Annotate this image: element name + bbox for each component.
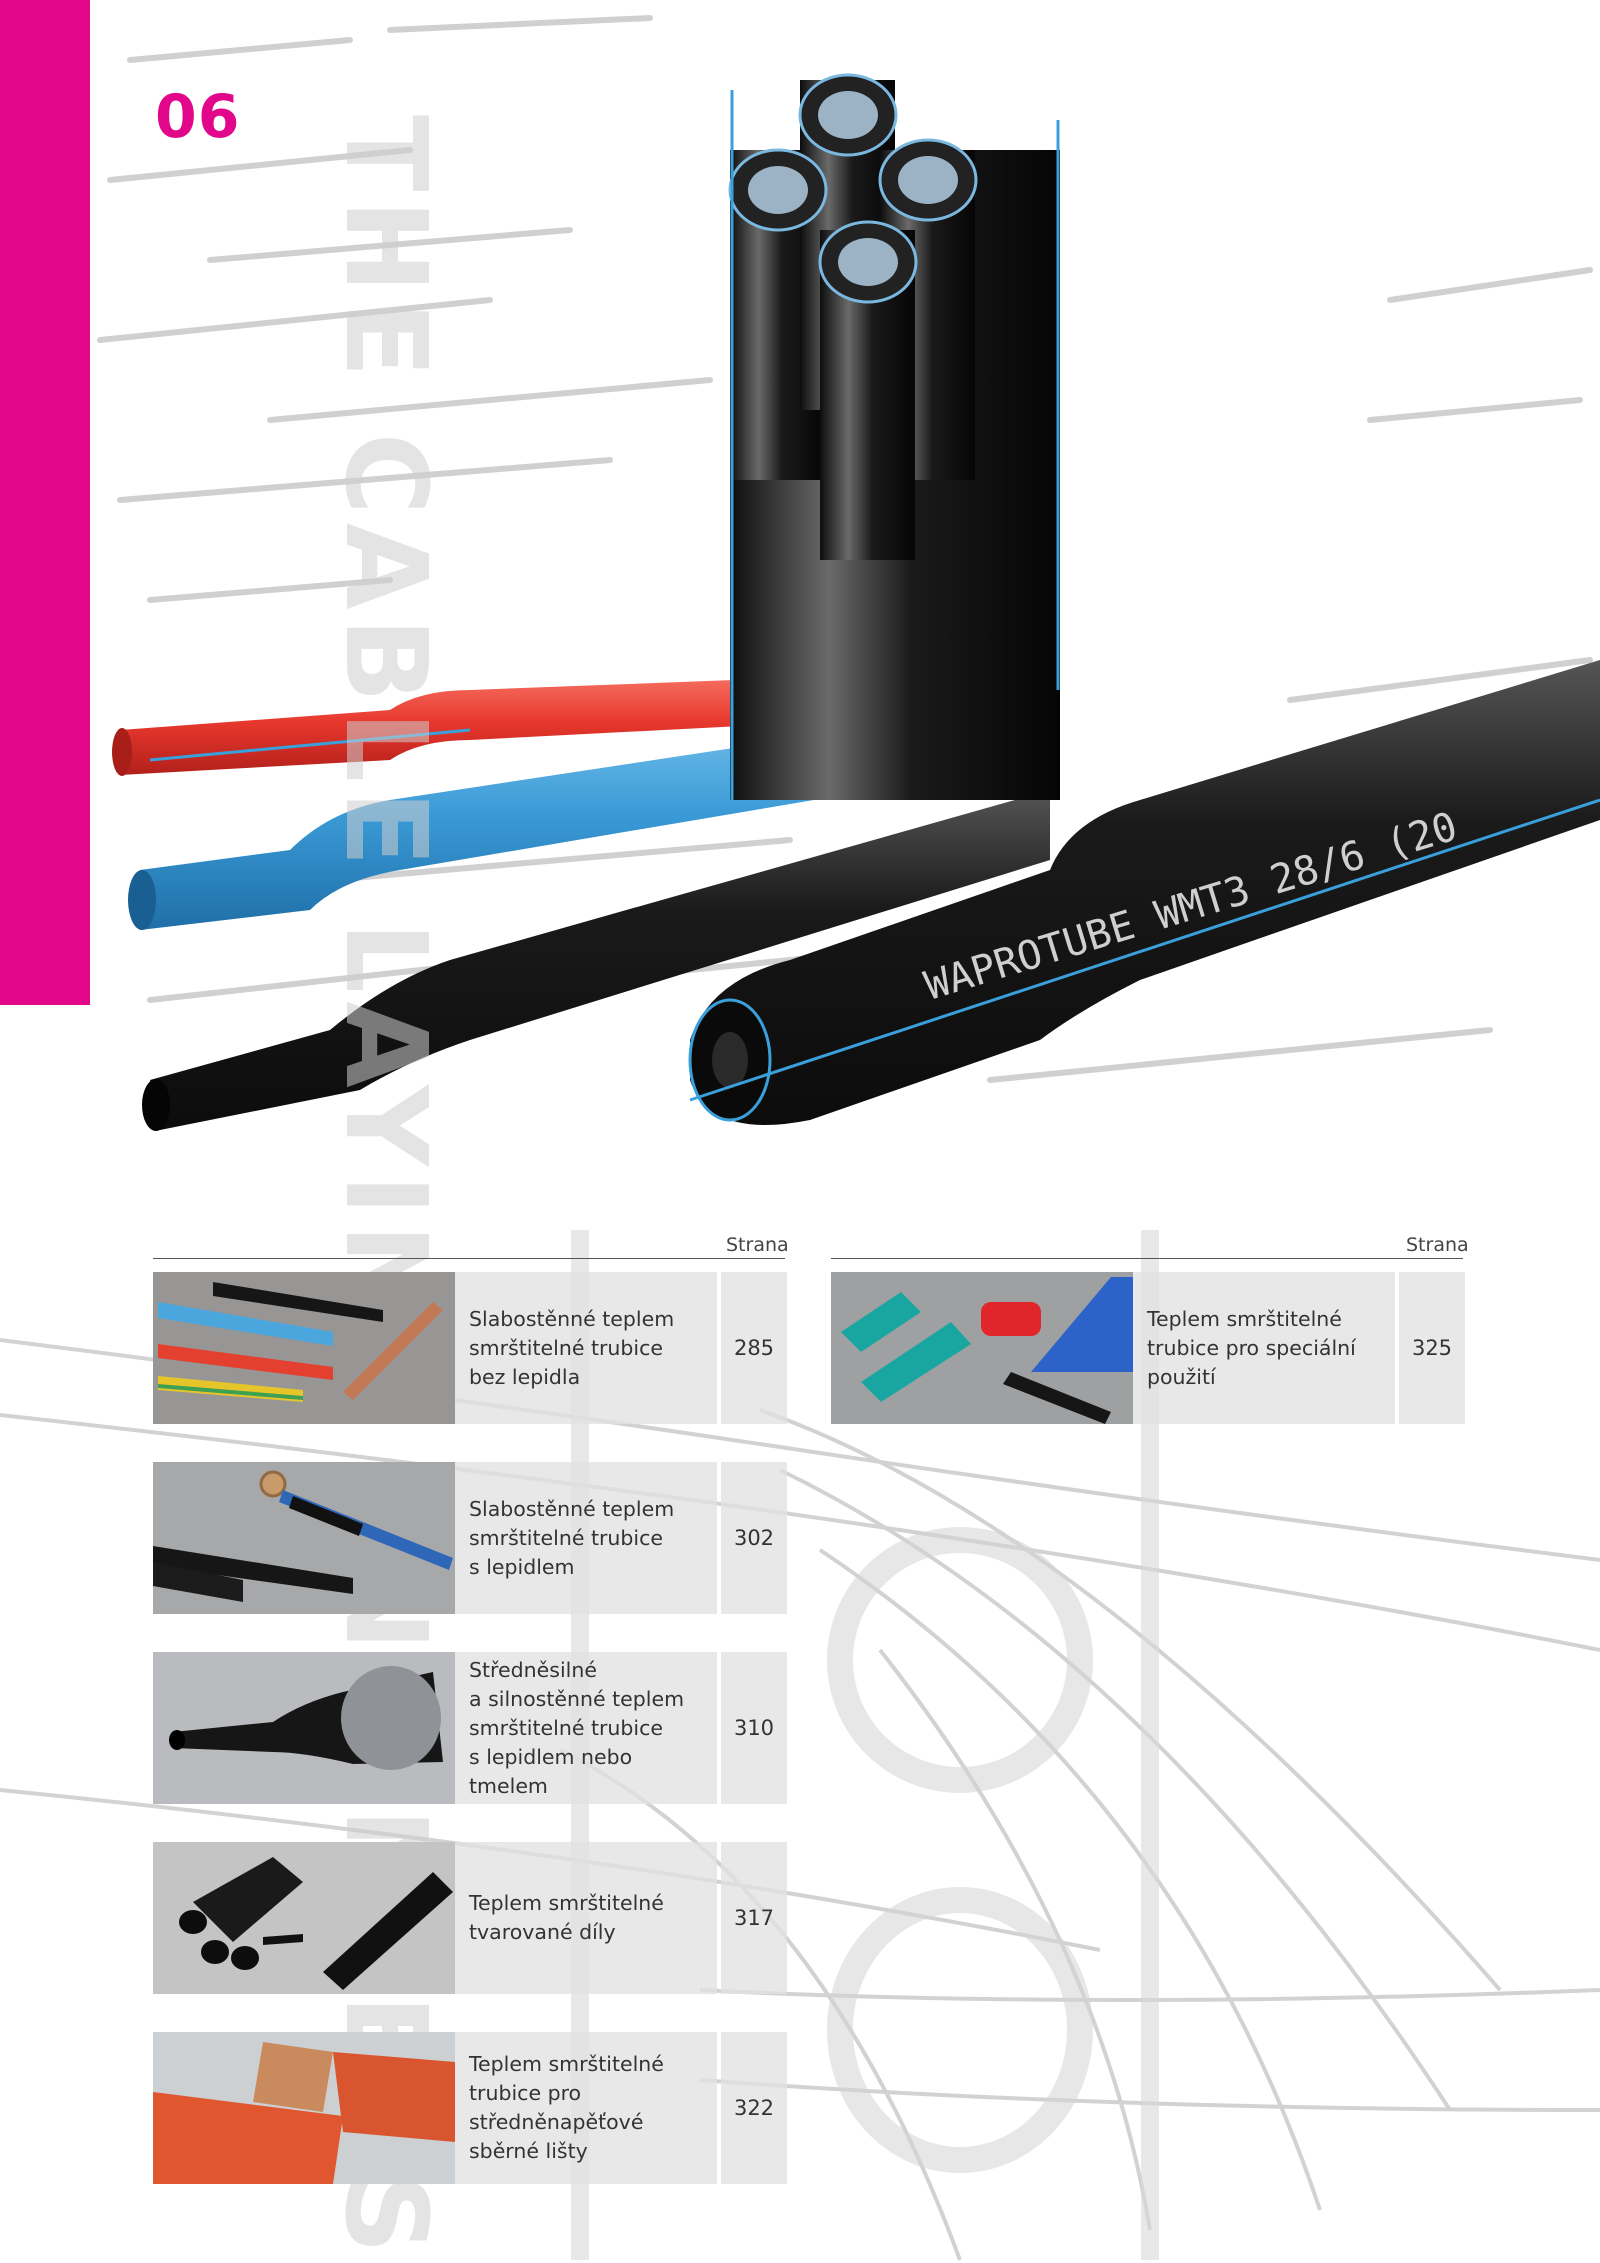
page-number[interactable]: 285: [721, 1272, 787, 1424]
page-number[interactable]: 302: [721, 1462, 787, 1614]
right-column-header: Strana: [1406, 1234, 1469, 1256]
page-number[interactable]: 322: [721, 2032, 787, 2184]
list-item-310[interactable]: Středněsilné a silnostěnné teplem smršti…: [153, 1652, 787, 1804]
list-item-302[interactable]: Slabostěnné teplem smrštitelné trubice s…: [153, 1462, 787, 1614]
left-column-rule: [153, 1258, 785, 1259]
product-thumbnail: [153, 2032, 455, 2184]
list-item-title: Teplem smrštitelné tvarované díly: [455, 1842, 717, 1994]
hero-tubes-image: WAPROTUBE WMT3 28/6 (20: [97, 15, 1600, 1131]
list-item-285[interactable]: Slabostěnné teplem smrštitelné trubice b…: [153, 1272, 787, 1424]
list-item-322[interactable]: Teplem smrštitelné trubice pro středněna…: [153, 2032, 787, 2184]
page-number[interactable]: 310: [721, 1652, 787, 1804]
right-column-rule: [831, 1258, 1463, 1259]
list-item-title: Teplem smrštitelné trubice pro středněna…: [455, 2032, 717, 2184]
product-thumbnail: [153, 1652, 455, 1804]
list-item-title: Slabostěnné teplem smrštitelné trubice s…: [455, 1462, 717, 1614]
page-number[interactable]: 317: [721, 1842, 787, 1994]
list-item-title: Teplem smrštitelné trubice pro speciální…: [1133, 1272, 1395, 1424]
product-thumbnail: [153, 1462, 455, 1614]
chapter-number: 06: [155, 82, 241, 152]
product-thumbnail: [831, 1272, 1133, 1424]
hero-illustration: WAPROTUBE WMT3 28/6 (20: [90, 0, 1600, 1230]
list-item-title: Slabostěnné teplem smrštitelné trubice b…: [455, 1272, 717, 1424]
product-thumbnail: [153, 1842, 455, 1994]
list-item-title: Středněsilné a silnostěnné teplem smršti…: [455, 1652, 717, 1804]
list-item-325[interactable]: Teplem smrštitelné trubice pro speciální…: [831, 1272, 1465, 1424]
left-column-header: Strana: [726, 1234, 789, 1256]
page-number[interactable]: 325: [1399, 1272, 1465, 1424]
chapter-color-band: [0, 0, 90, 1005]
list-item-317[interactable]: Teplem smrštitelné tvarované díly 317: [153, 1842, 787, 1994]
product-thumbnail: [153, 1272, 455, 1424]
